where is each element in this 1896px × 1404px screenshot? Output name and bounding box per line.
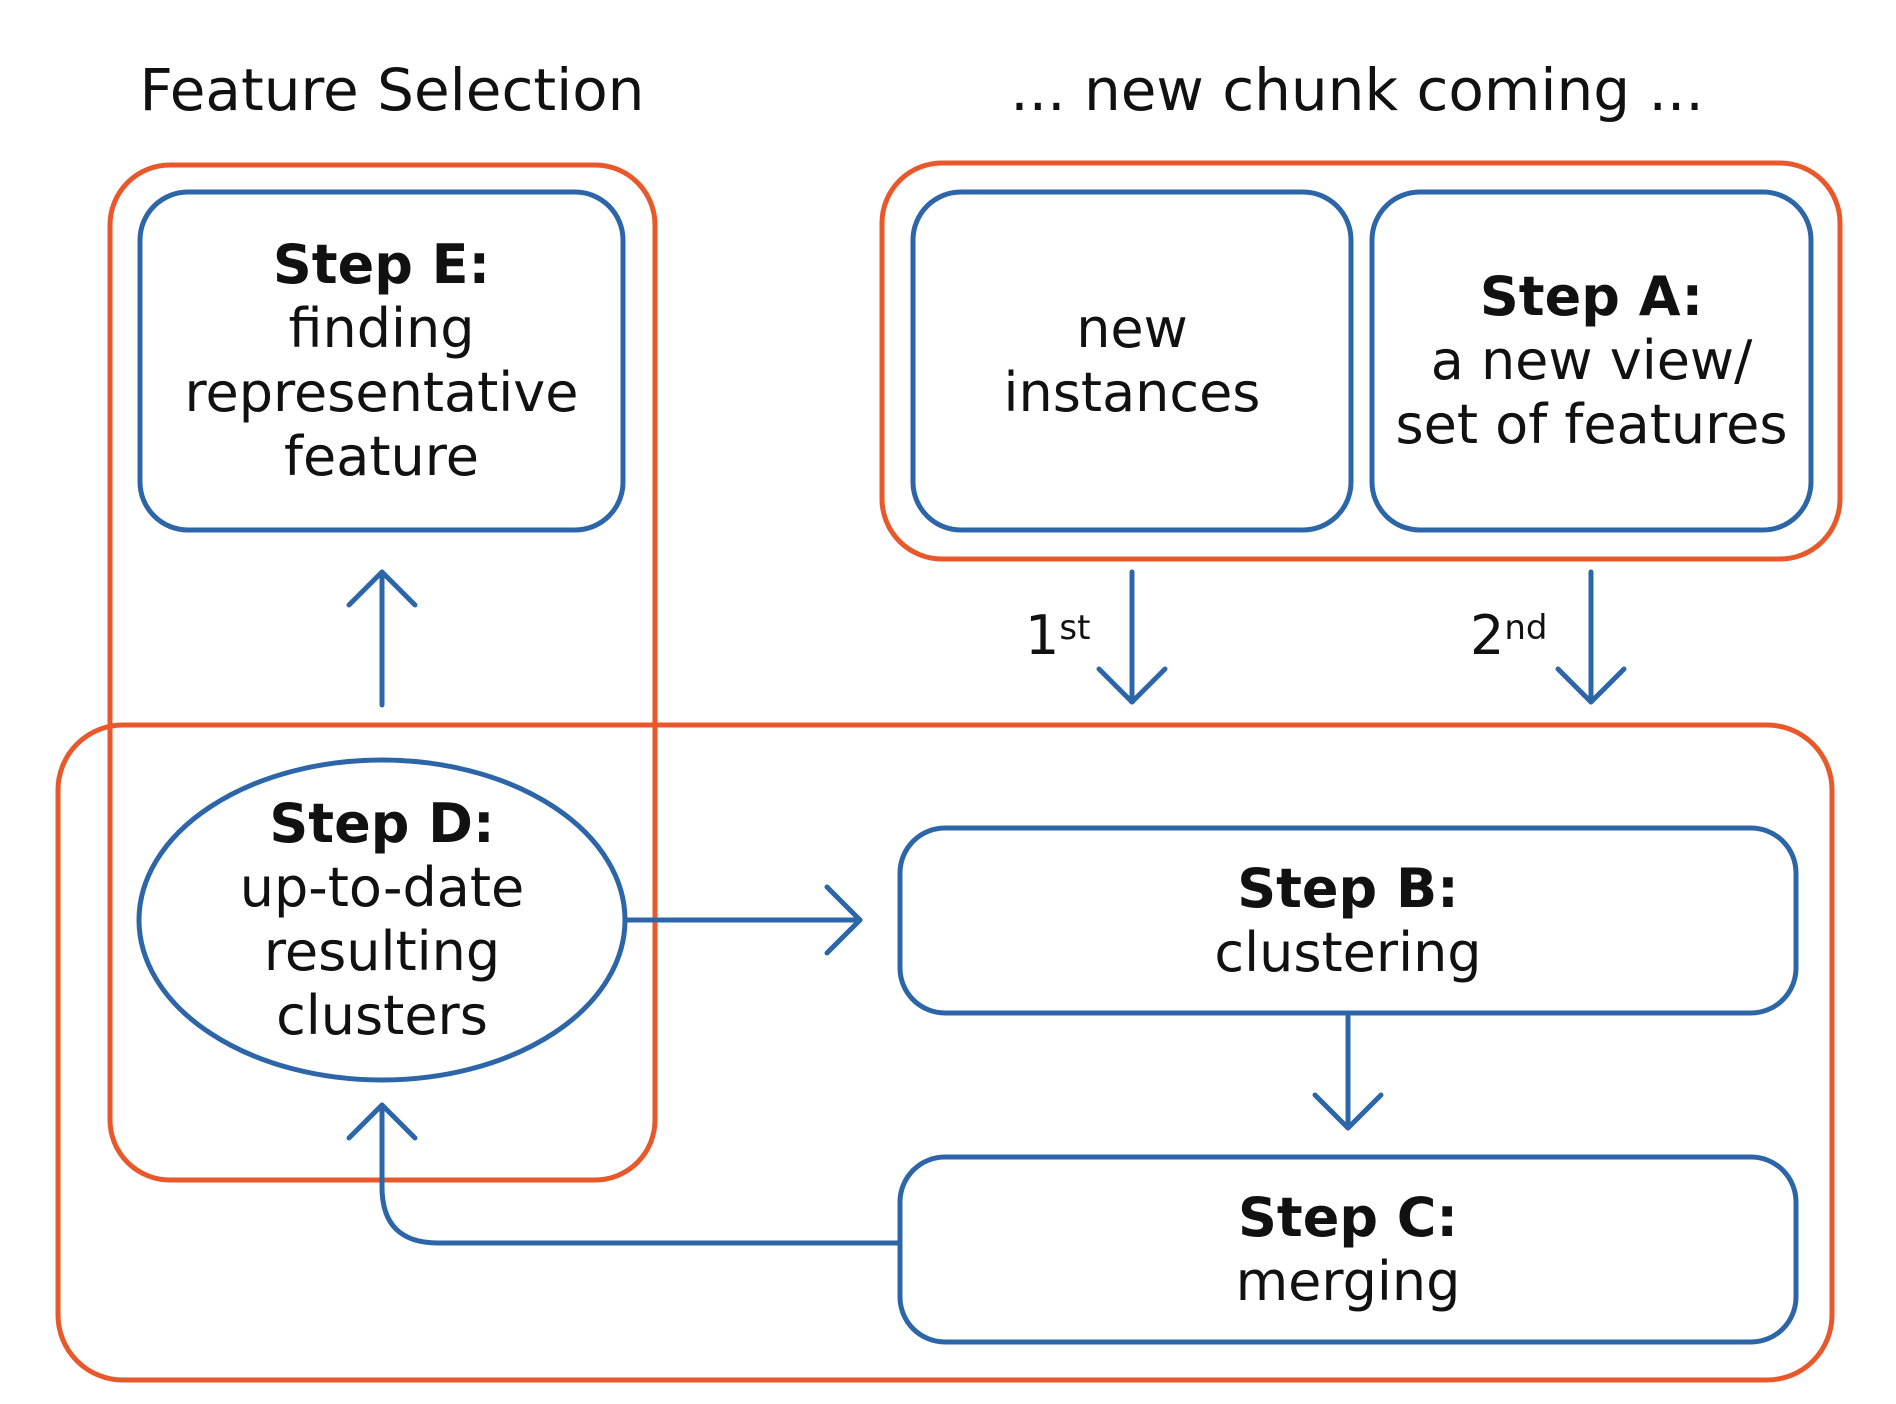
new-chunk-frame — [879, 160, 1843, 562]
step-a-line-1: a new view/ — [1430, 329, 1753, 392]
step-c-box — [897, 1154, 1799, 1345]
step-b-line-1: clustering — [1214, 920, 1482, 984]
arrow-b-to-c — [1312, 1012, 1384, 1131]
step-a-box — [1369, 189, 1814, 533]
step-a-line-2: set of features — [1395, 393, 1788, 456]
step-d-line-2: resulting — [263, 920, 501, 983]
new-instances-label: new instances — [913, 192, 1351, 530]
step-c-line-1: merging — [1235, 1249, 1461, 1313]
step-a-title: Step A: — [1479, 265, 1704, 328]
step-c-title: Step C: — [1237, 1185, 1458, 1249]
new-instances-line-2: instances — [1003, 361, 1261, 424]
edge-label-second-base: 2 — [1470, 604, 1505, 667]
step-e-line-1: finding — [288, 297, 475, 360]
step-b-label: Step B: clustering — [900, 828, 1796, 1013]
step-b-title: Step B: — [1237, 856, 1459, 920]
edge-label-first-sup: st — [1059, 608, 1091, 648]
step-a-label: Step A: a new view/ set of features — [1372, 192, 1811, 530]
heading-feature-selection: Feature Selection — [139, 56, 645, 124]
edge-label-second: 2nd — [1470, 606, 1548, 666]
arrow-instances-to-b — [1096, 569, 1168, 705]
edge-label-second-sup: nd — [1504, 608, 1548, 648]
arrow-d-to-b — [624, 884, 863, 956]
new-instances-box — [910, 189, 1354, 533]
arrow-d-to-e — [346, 569, 418, 708]
step-e-line-2: representative — [184, 361, 579, 424]
new-instances-line-1: new — [1076, 297, 1188, 360]
edge-label-first: 1st — [1025, 606, 1090, 666]
edge-label-first-base: 1 — [1025, 604, 1060, 667]
arrow-c-to-d — [346, 1102, 901, 1246]
step-e-line-3: feature — [284, 425, 479, 488]
step-d-title: Step D: — [269, 792, 495, 855]
step-c-label: Step C: merging — [900, 1157, 1796, 1342]
step-d-label: Step D: up-to-date resulting clusters — [140, 760, 624, 1080]
step-e-box — [137, 189, 626, 533]
heading-new-chunk: ... new chunk coming ... — [1010, 56, 1704, 124]
step-e-label: Step E: finding representative feature — [140, 192, 623, 530]
step-d-line-3: clusters — [276, 984, 488, 1047]
arrow-a-to-b — [1555, 569, 1627, 705]
step-d-line-1: up-to-date — [239, 856, 525, 919]
processing-frame — [55, 722, 1835, 1383]
step-e-title: Step E: — [272, 233, 491, 296]
